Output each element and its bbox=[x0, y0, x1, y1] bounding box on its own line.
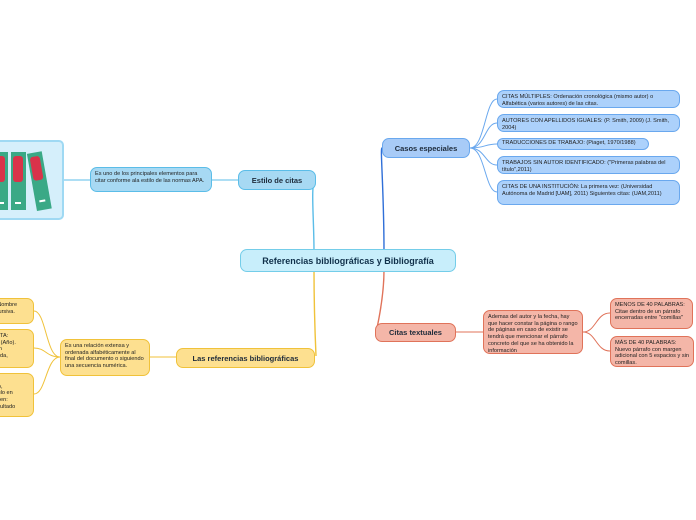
caso-traducciones[interactable]: TRADUCCIONES DE TRABAJO: (Piaget, 1970/1… bbox=[497, 138, 649, 150]
link-casos bbox=[381, 148, 384, 252]
referencia-item-online[interactable]: N llido, Título en ble en: onsultado bbox=[0, 373, 34, 417]
referencia-item-revista[interactable]: VISTA: bre (Año). a en ayada, a. bbox=[0, 329, 34, 368]
link-estilo bbox=[313, 181, 316, 252]
topic-casos-especiales[interactable]: Casos especiales bbox=[382, 138, 470, 158]
caso-sin-autor[interactable]: TRABAJOS SIN AUTOR IDENTIFICADO: ("Prime… bbox=[497, 156, 680, 174]
textual-mas-40[interactable]: MÁS DE 40 PALABRAS: Nuevo párrafo con ma… bbox=[610, 336, 694, 367]
link-textual-1 bbox=[583, 313, 610, 332]
estilo-note[interactable]: Es uno de los principales elementos para… bbox=[90, 167, 212, 192]
caso-citas-multiples[interactable]: CITAS MÚLTIPLES: Ordenación cronológica … bbox=[497, 90, 680, 108]
topic-estilo-de-citas[interactable]: Estilo de citas bbox=[238, 170, 316, 190]
binders-icon bbox=[0, 142, 62, 218]
link-ref-3 bbox=[34, 357, 60, 394]
link-textual-2 bbox=[583, 332, 610, 351]
link-caso-1 bbox=[470, 99, 497, 148]
caso-apellidos-iguales[interactable]: AUTORES CON APELLIDOS IGUALES: (P. Smith… bbox=[497, 114, 680, 132]
topic-citas-textuales[interactable]: Citas textuales bbox=[375, 323, 456, 342]
central-topic[interactable]: Referencias bibliográficas y Bibliografí… bbox=[240, 249, 456, 272]
textuales-note[interactable]: Ademas del autor y la fecha, hay que hac… bbox=[483, 310, 583, 354]
referencias-note[interactable]: Es una relación extensa y ordenada alfab… bbox=[60, 339, 150, 376]
referencia-item-libro[interactable]: o, Nombre n cursiva. tal. bbox=[0, 298, 34, 324]
link-referencias bbox=[314, 270, 316, 356]
textual-menos-40[interactable]: MENOS DE 40 PALABRAS: Citae dentro de un… bbox=[610, 298, 693, 329]
caso-institucion[interactable]: CITAS DE UNA INSTITUCIÓN: La primera vez… bbox=[497, 180, 680, 205]
binders-image[interactable] bbox=[0, 140, 64, 220]
topic-referencias-bibliograficas[interactable]: Las referencias bibliográficas bbox=[176, 348, 315, 368]
link-caso-4 bbox=[470, 148, 497, 165]
link-ref-1 bbox=[34, 311, 60, 357]
